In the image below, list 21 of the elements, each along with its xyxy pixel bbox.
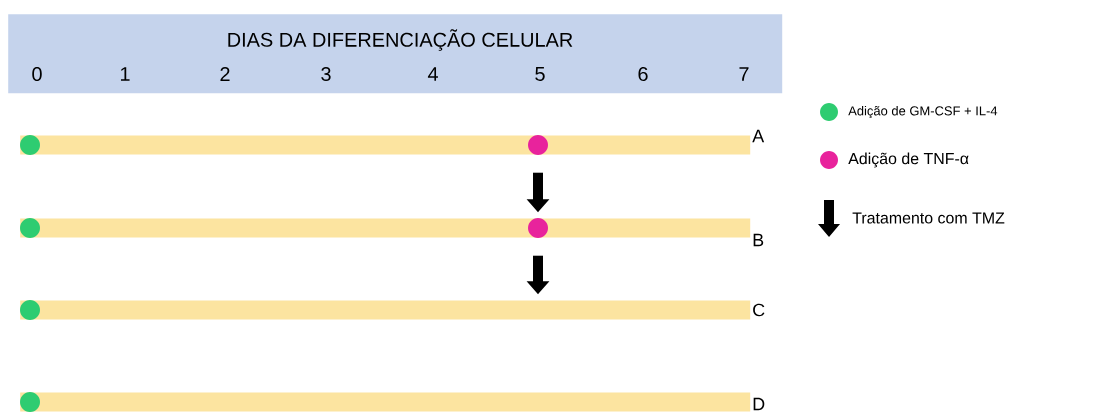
timeline-bar [20,135,751,155]
row-letter: D [753,397,765,411]
legend-text: Tratamento com TMZ [852,212,1005,224]
day-number: 5 [535,67,545,81]
header-title: DIAS DA DIFERENCIAÇÃO CELULAR [228,29,573,51]
header-band [8,14,783,94]
legend-text: Adição de TNF-α [848,152,969,168]
day-number: 1 [121,67,130,81]
day-number: 6 [638,66,648,82]
timeline-bar [20,300,751,320]
day-number: 4 [427,67,438,81]
legend-text: Adição de GM-CSF + IL-4 [848,105,998,119]
day-number: 3 [321,66,331,82]
day-number: 0 [32,66,42,82]
timeline-bar [20,392,751,412]
day-number: 2 [220,67,230,81]
timeline-bar [20,218,751,238]
day-number: 7 [739,67,749,81]
row-letter: B [753,233,764,247]
row-letter: A [752,129,765,143]
row-letter: C [753,303,765,317]
